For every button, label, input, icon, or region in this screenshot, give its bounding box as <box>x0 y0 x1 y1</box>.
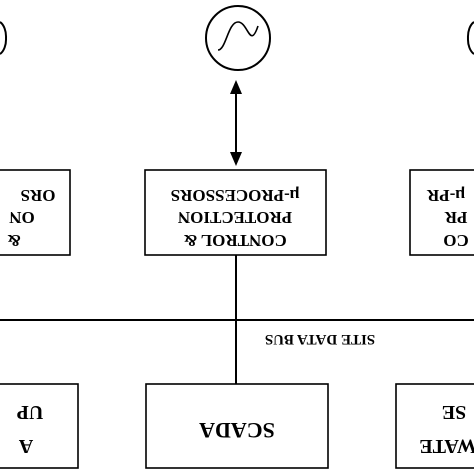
right-block-line3: CO <box>443 231 469 250</box>
processor-block-center: μ-PROCESSORS PROTECTION CONTROL & <box>144 169 327 256</box>
bottom-left-line1: UP <box>17 401 44 423</box>
left-block-line3: & <box>7 231 21 250</box>
generator-right-partial <box>466 21 474 55</box>
sine-wave-icon <box>217 21 259 51</box>
processor-label-line1: μ-PROCESSORS <box>171 186 300 205</box>
bottom-right-line1: SE <box>442 401 466 423</box>
scada-label: SCADA <box>199 418 275 443</box>
bottom-right-block: SE WATE <box>395 383 474 469</box>
bottom-left-line2: A <box>18 435 33 457</box>
bus-label: SITE DATA BUS <box>265 331 375 347</box>
right-block-line2: PR <box>444 208 467 227</box>
processor-label-line3: CONTROL & <box>183 231 286 250</box>
bottom-right-line2: WATE <box>419 435 474 457</box>
left-block-line1: ORS <box>21 186 56 205</box>
processor-label-line2: PROTECTION <box>177 208 292 227</box>
sine-wave-generator-icon <box>205 5 271 71</box>
double-arrow <box>230 80 242 166</box>
scada-block: SCADA <box>145 383 329 469</box>
right-block-line1: μ-PR <box>426 186 465 205</box>
left-block-line2: ON <box>9 208 35 227</box>
processor-block-left: ORS ON & <box>0 169 71 256</box>
processor-block-right: μ-PR PR CO <box>409 169 474 256</box>
generator-left-partial <box>0 21 8 55</box>
bottom-left-block: UP A <box>0 383 79 469</box>
generator-center <box>205 5 271 71</box>
